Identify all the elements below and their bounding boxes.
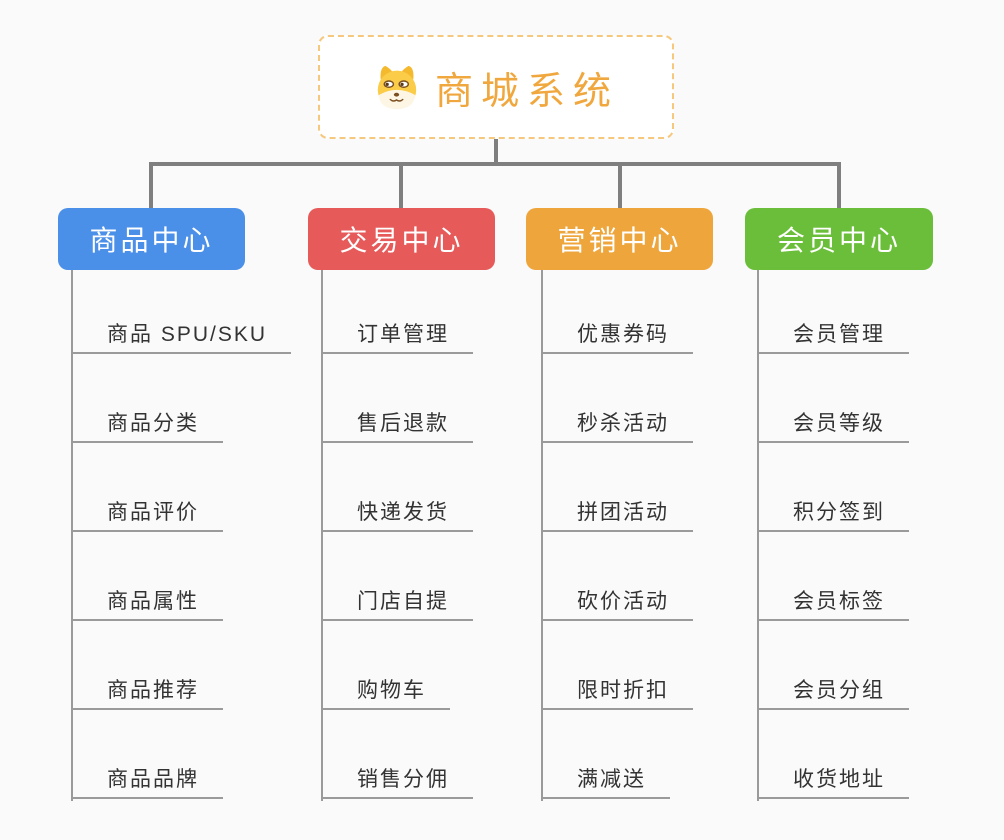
- leaf-label: 会员标签: [793, 590, 885, 613]
- leaf-label: 售后退款: [357, 412, 449, 435]
- leaf-node[interactable]: 商品评价: [71, 498, 223, 532]
- leaf-node[interactable]: 拼团活动: [541, 498, 693, 532]
- branch-label: 会员中心: [776, 225, 901, 256]
- leaf-node[interactable]: 秒杀活动: [541, 409, 693, 443]
- connector-drop-branch-0: [149, 164, 153, 208]
- connector-drop-branch-1: [399, 164, 403, 208]
- connector-drop-branch-3: [837, 164, 841, 208]
- leaf-label: 购物车: [357, 679, 426, 702]
- leaf-node[interactable]: 售后退款: [321, 409, 473, 443]
- leaf-label: 会员等级: [793, 412, 885, 435]
- leaf-label: 会员管理: [793, 323, 885, 346]
- branch-label: 交易中心: [339, 225, 464, 256]
- leaf-label: 限时折扣: [577, 679, 669, 702]
- leaf-node[interactable]: 满减送: [541, 765, 670, 799]
- branch-node-marketing-center[interactable]: 营销中心: [526, 208, 713, 270]
- leaf-node[interactable]: 商品分类: [71, 409, 223, 443]
- leaf-label: 优惠券码: [577, 323, 669, 346]
- leaf-label: 拼团活动: [577, 501, 669, 524]
- leaf-label: 销售分佣: [357, 768, 449, 791]
- branch-node-trade-center[interactable]: 交易中心: [308, 208, 495, 270]
- leaf-label: 秒杀活动: [577, 412, 669, 435]
- dog-face-icon: [373, 63, 421, 111]
- leaf-node[interactable]: 会员管理: [757, 320, 909, 354]
- leaf-node[interactable]: 砍价活动: [541, 587, 693, 621]
- leaf-label: 收货地址: [793, 768, 885, 791]
- connector-root-trunk: [494, 139, 498, 164]
- leaf-label: 满减送: [577, 768, 646, 791]
- leaf-label: 商品评价: [107, 501, 199, 524]
- leaf-label: 砍价活动: [577, 590, 669, 613]
- leaf-node[interactable]: 积分签到: [757, 498, 909, 532]
- connector-trunk-branch-3: [757, 270, 759, 801]
- leaf-node[interactable]: 商品推荐: [71, 676, 223, 710]
- leaf-node[interactable]: 商品 SPU/SKU: [71, 320, 292, 354]
- leaf-node[interactable]: 收货地址: [757, 765, 909, 799]
- leaf-label: 商品 SPU/SKU: [107, 323, 268, 346]
- leaf-node[interactable]: 门店自提: [321, 587, 473, 621]
- branch-node-product-center[interactable]: 商品中心: [58, 208, 245, 270]
- connector-horizontal-bus: [149, 162, 841, 166]
- connector-trunk-branch-2: [541, 270, 543, 801]
- root-node[interactable]: 商城系统: [318, 35, 674, 139]
- leaf-node[interactable]: 商品属性: [71, 587, 223, 621]
- leaf-node[interactable]: 商品品牌: [71, 765, 223, 799]
- leaf-label: 订单管理: [357, 323, 449, 346]
- connector-trunk-branch-0: [71, 270, 73, 801]
- leaf-node[interactable]: 销售分佣: [321, 765, 473, 799]
- branch-node-member-center[interactable]: 会员中心: [745, 208, 933, 270]
- leaf-node[interactable]: 快递发货: [321, 498, 473, 532]
- branch-label: 商品中心: [89, 225, 214, 256]
- leaf-node[interactable]: 会员等级: [757, 409, 909, 443]
- branch-label: 营销中心: [557, 225, 682, 256]
- leaf-node[interactable]: 优惠券码: [541, 320, 693, 354]
- leaf-label: 商品属性: [107, 590, 199, 613]
- leaf-label: 商品推荐: [107, 679, 199, 702]
- leaf-label: 商品品牌: [107, 768, 199, 791]
- connector-drop-branch-2: [618, 164, 622, 208]
- root-title: 商城系统: [434, 70, 619, 113]
- leaf-node[interactable]: 购物车: [321, 676, 450, 710]
- leaf-label: 快递发货: [357, 501, 449, 524]
- leaf-label: 积分签到: [793, 501, 885, 524]
- connector-trunk-branch-1: [321, 270, 323, 801]
- leaf-label: 商品分类: [107, 412, 199, 435]
- leaf-node[interactable]: 会员分组: [757, 676, 909, 710]
- leaf-node[interactable]: 订单管理: [321, 320, 473, 354]
- leaf-node[interactable]: 会员标签: [757, 587, 909, 621]
- leaf-node[interactable]: 限时折扣: [541, 676, 693, 710]
- leaf-label: 门店自提: [357, 590, 449, 613]
- leaf-label: 会员分组: [793, 679, 885, 702]
